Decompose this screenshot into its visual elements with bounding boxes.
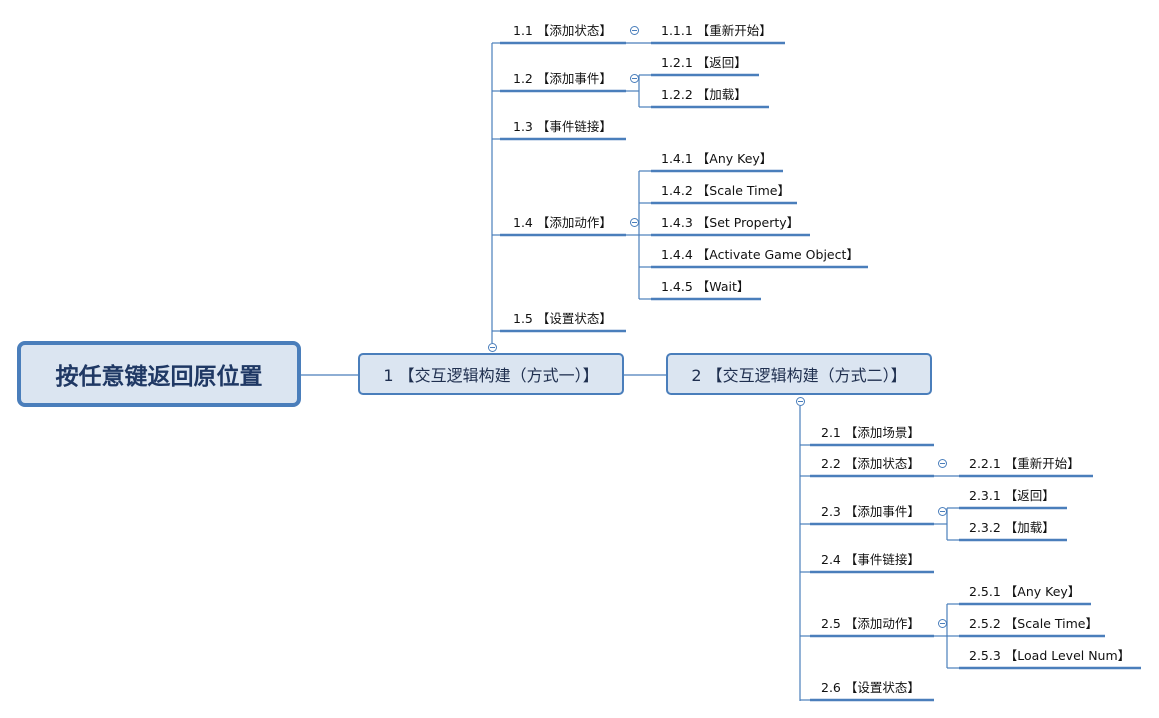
- topic-2-5[interactable]: 2.5 【添加动作】: [821, 616, 920, 631]
- collapse-toggle-icon[interactable]: [630, 218, 639, 227]
- topic-2-2[interactable]: 2.2 【添加状态】: [821, 456, 920, 471]
- topic-1-2-2[interactable]: 1.2.2 【加载】: [661, 87, 747, 102]
- collapse-toggle-icon[interactable]: [796, 397, 805, 406]
- topic-2-3-2[interactable]: 2.3.2 【加载】: [969, 520, 1055, 535]
- topic-1-5[interactable]: 1.5 【设置状态】: [513, 311, 612, 326]
- topic-2-6[interactable]: 2.6 【设置状态】: [821, 680, 920, 695]
- topic-1-4-2[interactable]: 1.4.2 【Scale Time】: [661, 183, 790, 198]
- topic-1-4-5[interactable]: 1.4.5 【Wait】: [661, 279, 750, 294]
- topic-2-3-1[interactable]: 2.3.1 【返回】: [969, 488, 1055, 503]
- collapse-toggle-icon[interactable]: [938, 459, 947, 468]
- topic-1-3[interactable]: 1.3 【事件链接】: [513, 119, 612, 134]
- topic-1-4[interactable]: 1.4 【添加动作】: [513, 215, 612, 230]
- root-topic[interactable]: 按任意键返回原位置: [17, 341, 301, 407]
- topic-2-5-3[interactable]: 2.5.3 【Load Level Num】: [969, 648, 1131, 663]
- topic-1-4-4[interactable]: 1.4.4 【Activate Game Object】: [661, 247, 859, 262]
- topic-1-1-1[interactable]: 1.1.1 【重新开始】: [661, 23, 772, 38]
- collapse-toggle-icon[interactable]: [630, 74, 639, 83]
- topic-1-4-1[interactable]: 1.4.1 【Any Key】: [661, 151, 773, 166]
- main-topic-1[interactable]: 1 【交互逻辑构建（方式一）】: [358, 353, 624, 395]
- topic-1-2-1[interactable]: 1.2.1 【返回】: [661, 55, 747, 70]
- collapse-toggle-icon[interactable]: [488, 343, 497, 352]
- collapse-toggle-icon[interactable]: [630, 26, 639, 35]
- topic-2-4[interactable]: 2.4 【事件链接】: [821, 552, 920, 567]
- topic-1-1[interactable]: 1.1 【添加状态】: [513, 23, 612, 38]
- topic-2-5-1[interactable]: 2.5.1 【Any Key】: [969, 584, 1081, 599]
- topic-2-2-1[interactable]: 2.2.1 【重新开始】: [969, 456, 1080, 471]
- topic-1-4-3[interactable]: 1.4.3 【Set Property】: [661, 215, 800, 230]
- main-topic-2[interactable]: 2 【交互逻辑构建（方式二）】: [666, 353, 932, 395]
- topic-2-1[interactable]: 2.1 【添加场景】: [821, 425, 920, 440]
- topic-1-2[interactable]: 1.2 【添加事件】: [513, 71, 612, 86]
- topic-2-3[interactable]: 2.3 【添加事件】: [821, 504, 920, 519]
- collapse-toggle-icon[interactable]: [938, 507, 947, 516]
- collapse-toggle-icon[interactable]: [938, 619, 947, 628]
- topic-2-5-2[interactable]: 2.5.2 【Scale Time】: [969, 616, 1098, 631]
